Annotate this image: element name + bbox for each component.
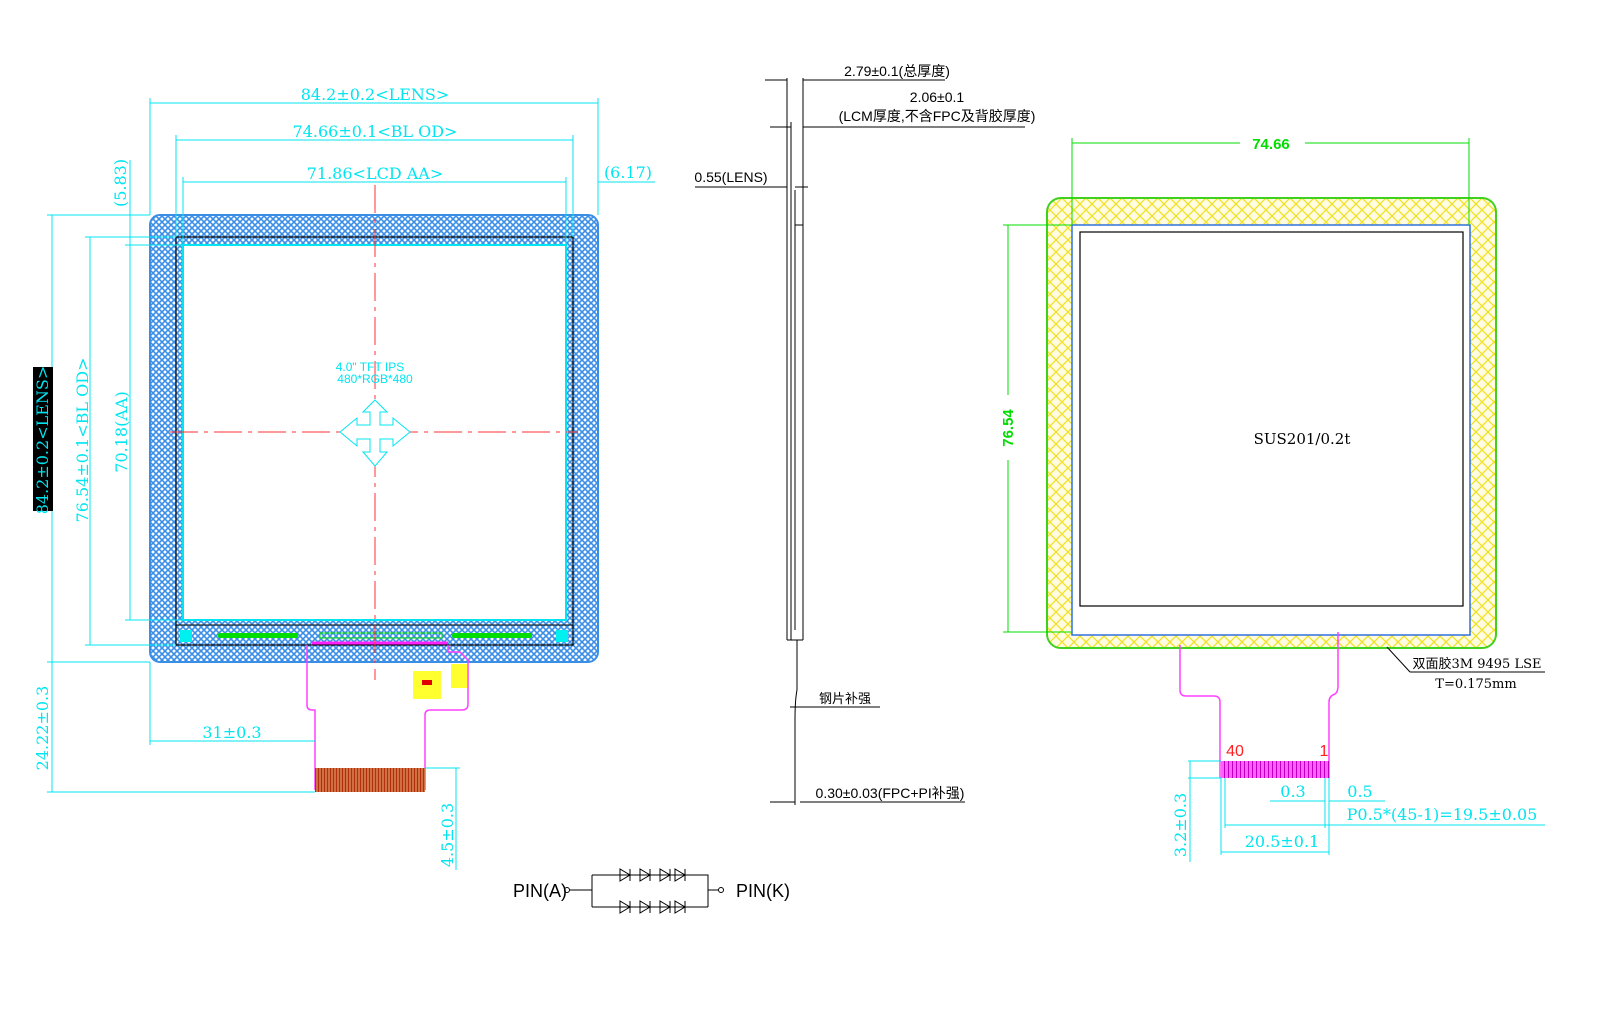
anode-label: PIN(A)	[513, 881, 567, 901]
resolution-label: 480*RGB*480	[337, 372, 413, 386]
lcm-thickness-dim: 2.06±0.1	[910, 89, 965, 105]
pin-width-dim: 0.3	[1280, 782, 1305, 801]
total-thickness-dim: 2.79±0.1(总厚度)	[844, 63, 950, 79]
bl-width-dim: 74.66±0.1<BL OD>	[293, 122, 458, 141]
lens-thickness-dim: 0.55(LENS)	[694, 169, 767, 185]
tape-label: 双面胶3M 9495 LSE	[1413, 656, 1542, 672]
front-view: 4.0" TFT IPS 480*RGB*480 84.2±0.2<LENS> …	[33, 85, 655, 870]
connector-width-dim: 20.5±0.1	[1245, 832, 1319, 851]
panel-type-label: 4.0" TFT IPS	[336, 360, 405, 374]
right-offset-dim: (6.17)	[604, 163, 652, 182]
pin-1-label: 1	[1320, 743, 1329, 760]
lens-height-dim: 84.2±0.2<LENS>	[33, 366, 52, 515]
fpc-length-dim: 24.22±0.3	[33, 686, 52, 771]
steel-plate	[1079, 231, 1464, 607]
connector-height-dim: 3.2±0.3	[1171, 793, 1190, 857]
lcm-thickness-note: (LCM厚度,不含FPC及背胶厚度)	[839, 108, 1036, 124]
fpc-outline-back	[1179, 632, 1339, 778]
bl-height-dim: 76.54±0.1<BL OD>	[73, 358, 92, 523]
pin-pitch-dim: 0.5	[1347, 782, 1372, 801]
top-offset-dim: (5.83)	[111, 159, 130, 207]
fpc-offset-dim: 31±0.3	[202, 723, 261, 742]
lens-width-dim: 84.2±0.2<LENS>	[301, 85, 450, 104]
tape-thickness-label: T=0.175mm	[1435, 677, 1516, 692]
pitch-formula-dim: P0.5*(45-1)=19.5±0.05	[1347, 805, 1538, 824]
back-width-dim: 74.66	[1252, 136, 1290, 153]
fpc-connector	[315, 768, 425, 792]
stiffener-label: 钢片补强	[819, 692, 871, 707]
fpc-tail-dim: 4.5±0.3	[438, 803, 457, 867]
back-height-dim: 76.54	[1000, 409, 1017, 447]
pin-40-label: 40	[1226, 743, 1244, 760]
led-circuit: PIN(A) PIN(K)	[513, 868, 790, 914]
fpc-outline	[306, 645, 469, 790]
fpc-thickness-dim: 0.30±0.03(FPC+PI补强)	[816, 785, 965, 801]
aa-width-dim: 71.86<LCD AA>	[307, 164, 444, 183]
cathode-label: PIN(K)	[736, 881, 790, 901]
aa-height-dim: 70.18(AA)	[112, 391, 131, 472]
material-label: SUS201/0.2t	[1254, 430, 1351, 448]
front-dim-lines	[47, 98, 655, 870]
fpc-pins	[1221, 761, 1329, 778]
back-view: SUS201/0.2t 40 1 74.66 76.54 双面胶3M 9495 …	[1000, 136, 1545, 862]
center-mark-icon	[339, 399, 411, 467]
side-view: 2.79±0.1(总厚度) 2.06±0.1 (LCM厚度,不含FPC及背胶厚度…	[694, 63, 1035, 805]
